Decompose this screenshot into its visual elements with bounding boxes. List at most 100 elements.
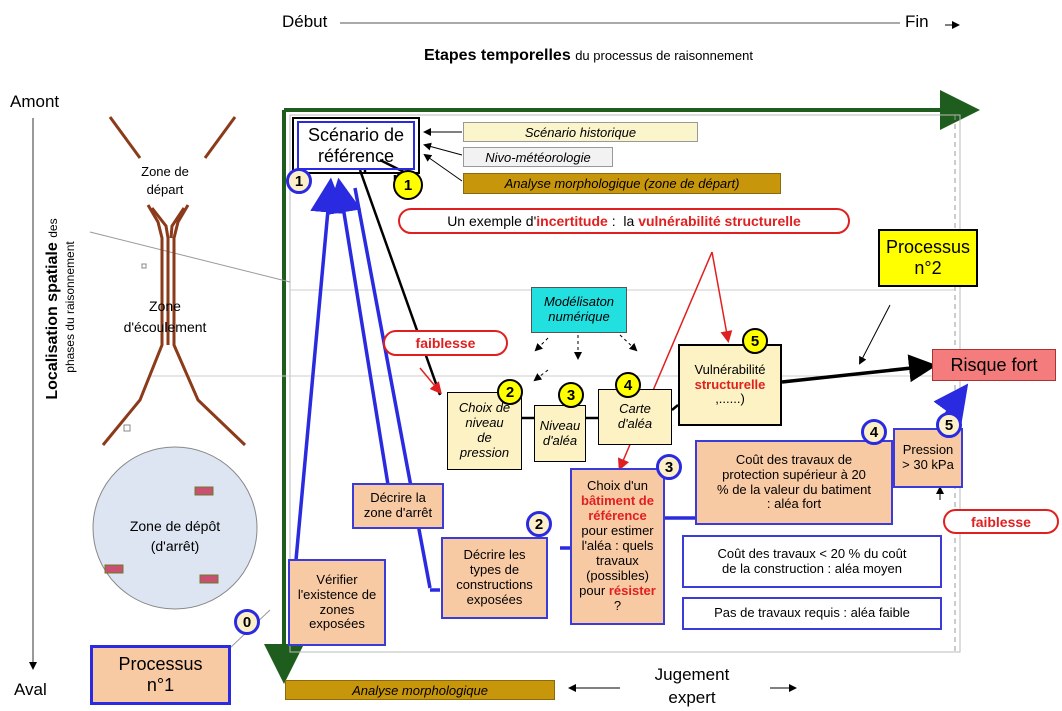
- decrire-zone-arret-box: Décrire la zone d'arrêt: [352, 483, 444, 529]
- niveau-alea-line2: d'aléa: [542, 432, 578, 448]
- risque-fort-box: Risque fort: [932, 349, 1056, 381]
- axis-left-title-bold: Localisation spatiale: [44, 242, 61, 400]
- zone-depart-line1: Zone de: [141, 164, 189, 179]
- verifier-line4: exposées: [309, 616, 365, 632]
- choix-pression-box: Choix de niveau de pression: [447, 392, 522, 470]
- step-3-badge-blue: 3: [656, 454, 682, 480]
- step-5-badge-yellow: 5: [742, 328, 768, 354]
- step-2-badge-blue: 2: [526, 511, 552, 537]
- modelisation-line1: Modélisaton: [543, 294, 615, 310]
- decrire-types-box: Décrire les types de constructions expos…: [441, 537, 548, 619]
- cout-sup-line4: : aléa fort: [766, 496, 822, 512]
- cout-inf-line1: Coût des travaux < 20 % du coût: [717, 545, 907, 561]
- cout-superieur-box: Coût des travaux de protection supérieur…: [695, 440, 893, 525]
- processus-2-box: Processus n°2: [878, 229, 978, 287]
- cout-sup-line2: protection supérieur à 20: [722, 466, 866, 482]
- carte-alea-line1: Carte: [619, 401, 651, 417]
- verifier-zones-box: Vérifier l'existence de zones exposées: [288, 559, 386, 646]
- incertitude-prefix: Un exemple d': [447, 213, 537, 229]
- pression-box: Pression > 30 kPa: [893, 428, 963, 488]
- incertitude-example: Un exemple d'incertitude : la vulnérabil…: [398, 208, 850, 234]
- zone-ecoulement-line2: d'écoulement: [123, 319, 207, 335]
- jugement-line1: Jugement: [654, 665, 730, 684]
- timeline-end-label: Fin: [905, 12, 929, 31]
- aval-label: Aval: [14, 680, 47, 699]
- step-5-badge-blue: 5: [936, 412, 962, 438]
- batiment-red-2: référence: [588, 508, 647, 524]
- batiment-line-b2: l'aléa : quels: [581, 538, 654, 554]
- modelisation-box: Modélisaton numérique: [531, 287, 627, 333]
- choix-pression-line3: de: [477, 430, 492, 445]
- timeline-start-label: Début: [282, 12, 328, 31]
- step-1-badge-blue: 1: [286, 168, 312, 194]
- zone-depot-line1: Zone de dépôt: [129, 518, 221, 534]
- vulnerabilite-line1: Vulnérabilité: [694, 361, 766, 377]
- pas-travaux-box: Pas de travaux requis : aléa faible: [682, 597, 942, 630]
- step-4-badge-yellow: 4: [615, 372, 641, 398]
- decrire-zone-line1: Décrire la: [370, 490, 426, 506]
- batiment-pour: pour: [579, 582, 606, 598]
- diagram-title-rest: du processus de raisonnement: [575, 48, 753, 63]
- axis-left-title: Localisation spatiale des: [44, 199, 62, 419]
- diagram-title: Etapes temporelles du processus de raiso…: [424, 47, 753, 65]
- batiment-line-a: Choix d'un: [586, 478, 649, 494]
- choix-pression-line4: pression: [459, 444, 510, 460]
- step-2-badge-yellow: 2: [497, 379, 523, 405]
- batiment-line-b5: pour résister: [579, 582, 656, 599]
- step-4-badge-blue: 4: [861, 419, 887, 445]
- choix-pression-line2: niveau: [465, 415, 504, 431]
- amont-label: Amont: [10, 92, 60, 111]
- incertitude-word: incertitude: [536, 213, 608, 229]
- zone-depart-label: Zone de départ: [115, 163, 215, 199]
- decrire-types-line1: Décrire les: [463, 547, 526, 563]
- batiment-line-b3: travaux: [596, 552, 639, 568]
- pression-line1: Pression: [902, 442, 954, 458]
- cout-sup-line1: Coût des travaux de: [735, 451, 853, 467]
- step-3-badge-yellow: 3: [558, 382, 584, 408]
- vulnerabilite-line3: ,......): [715, 391, 745, 407]
- scenario-reference-box: Scénario de référence: [297, 121, 415, 170]
- decrire-types-line3: constructions: [456, 577, 533, 592]
- verifier-line2: l'existence de: [297, 586, 377, 602]
- batiment-line-b1: pour estimer: [581, 523, 654, 539]
- scenario-reference-line1: Scénario de: [307, 124, 405, 145]
- carte-alea-box: Carte d'aléa: [598, 389, 672, 445]
- modelisation-line2: numérique: [548, 309, 610, 324]
- nivo-meteorologie-label: Nivo-météorologie: [463, 147, 613, 167]
- zone-ecoulement-label: Zone d'écoulement: [110, 296, 220, 338]
- verifier-line1: Vérifier: [316, 571, 358, 587]
- zone-ecoulement-line1: Zone: [149, 298, 181, 314]
- niveau-alea-box: Niveau d'aléa: [534, 405, 586, 462]
- niveau-alea-line1: Niveau: [539, 417, 581, 433]
- zone-depot-label: Zone de dépôt (d'arrêt): [110, 516, 240, 557]
- jugement-expert-label: Jugement expert: [622, 664, 762, 710]
- step-1-badge-yellow: 1: [393, 170, 423, 200]
- axis-left-subtitle: phases du raisonnement: [63, 241, 77, 373]
- diagram-title-bold: Etapes temporelles: [424, 47, 571, 64]
- step-0-badge: 0: [234, 609, 260, 635]
- batiment-red-1: bâtiment de: [581, 493, 654, 509]
- processus-1-line2: n°1: [146, 675, 175, 695]
- choix-pression-line1: Choix de: [458, 400, 511, 416]
- cout-sup-line3: % de la valeur du batiment: [717, 481, 871, 497]
- processus-1-line1: Processus: [118, 654, 203, 675]
- batiment-line-b4: (possibles): [586, 567, 649, 583]
- vulnerabilite-box: Vulnérabilité structurelle ,......): [678, 344, 782, 426]
- zone-depot-line2: (d'arrêt): [150, 538, 200, 555]
- scenario-historique-label: Scénario historique: [463, 122, 698, 142]
- axis-left-title-des: des: [46, 218, 60, 238]
- analyse-morpho-label: Analyse morphologique: [285, 680, 555, 700]
- verifier-line3: zones: [319, 601, 355, 617]
- scenario-reference-line2: référence: [317, 145, 395, 166]
- pression-line2: > 30 kPa: [902, 457, 954, 472]
- faiblesse-pill-1: faiblesse: [383, 330, 508, 356]
- incertitude-end: vulnérabilité structurelle: [638, 213, 801, 229]
- cout-inferieur-box: Coût des travaux < 20 % du coût de la co…: [682, 535, 942, 588]
- vulnerabilite-structurelle: structurelle: [694, 376, 766, 392]
- batiment-question: ?: [613, 597, 622, 613]
- batiment-reference-box: Choix d'un bâtiment de référence pour es…: [570, 468, 665, 625]
- processus-1-box: Processus n°1: [90, 645, 231, 705]
- processus-2-line2: n°2: [914, 258, 942, 278]
- batiment-resister: résister: [608, 582, 656, 598]
